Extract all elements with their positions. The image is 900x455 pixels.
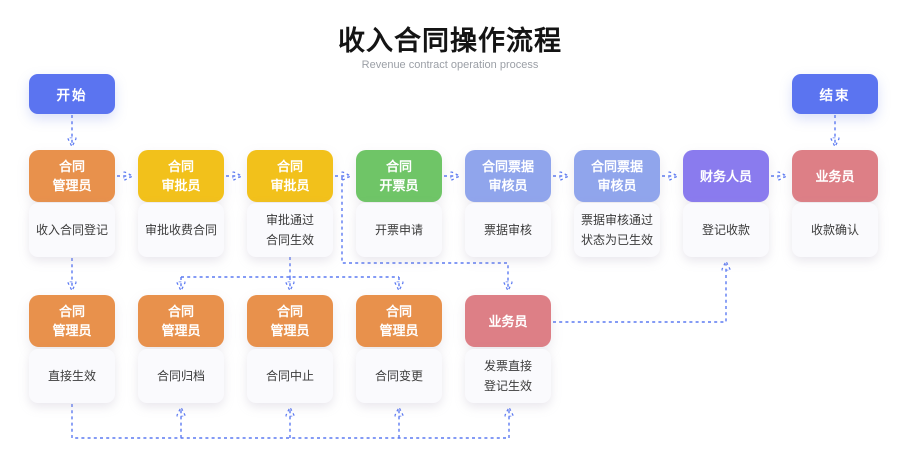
r1-node-contract-approver-1: 合同 审批员 [138, 150, 224, 202]
r1-node-salesman: 业务员 [792, 150, 878, 202]
r1-node-bill-auditor-1: 合同票据 审核员 [465, 150, 551, 202]
r2-card-invoice-direct-register: 发票直接 登记生效 [465, 349, 551, 403]
r1-card-bill-audit: 票据审核 [465, 203, 551, 257]
r2-node-contract-manager-1: 合同 管理员 [29, 295, 115, 347]
r2-node-contract-manager-3: 合同 管理员 [247, 295, 333, 347]
r1-card-income-contract-register: 收入合同登记 [29, 203, 115, 257]
r2-card-contract-archive: 合同归档 [138, 349, 224, 403]
r2-card-contract-change: 合同变更 [356, 349, 442, 403]
header: 收入合同操作流程 Revenue contract operation proc… [0, 26, 900, 71]
r1-card-invoice-apply: 开票申请 [356, 203, 442, 257]
r1-card-approve-fee-contract: 审批收费合同 [138, 203, 224, 257]
connector-bottom-bus [71, 404, 509, 439]
r1-card-register-payment: 登记收款 [683, 203, 769, 257]
r1-card-payment-confirm: 收款确认 [792, 203, 878, 257]
r1-card-approved-effective: 审批通过 合同生效 [247, 203, 333, 257]
r2-card-direct-effective: 直接生效 [29, 349, 115, 403]
page-subtitle: Revenue contract operation process [361, 59, 539, 71]
r1-node-contract-manager: 合同 管理员 [29, 150, 115, 202]
connector-salesman-to-finance [553, 264, 726, 323]
r2-node-salesman: 业务员 [465, 295, 551, 347]
r1-card-bill-audit-passed: 票据审核通过 状态为已生效 [574, 203, 660, 257]
node-end: 结束 [792, 74, 878, 114]
r1-node-finance-staff: 财务人员 [683, 150, 769, 202]
r2-node-contract-manager-2: 合同 管理员 [138, 295, 224, 347]
r1-node-invoice-clerk: 合同 开票员 [356, 150, 442, 202]
node-start: 开始 [29, 74, 115, 114]
r2-node-contract-manager-4: 合同 管理员 [356, 295, 442, 347]
r1-node-contract-approver-2: 合同 审批员 [247, 150, 333, 202]
r2-card-contract-suspend: 合同中止 [247, 349, 333, 403]
page-title: 收入合同操作流程 [338, 26, 562, 56]
r1-node-bill-auditor-2: 合同票据 审核员 [574, 150, 660, 202]
